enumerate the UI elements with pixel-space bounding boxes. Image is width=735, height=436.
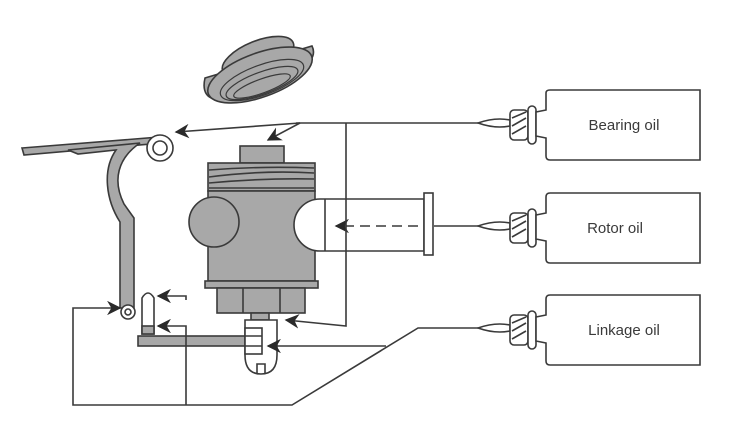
linkage-oil-label: Linkage oil bbox=[588, 322, 660, 339]
bottle-bearing-oil: Bearing oil bbox=[475, 89, 701, 161]
bearing-oil-label: Bearing oil bbox=[589, 117, 660, 134]
rotor-housing bbox=[188, 145, 319, 321]
rotor-oil-label: Rotor oil bbox=[587, 220, 643, 237]
lever-arm bbox=[20, 134, 174, 320]
bearing-oil-lines bbox=[174, 122, 478, 329]
filler-cap bbox=[203, 35, 315, 104]
linkage-rod bbox=[137, 335, 259, 347]
rotor-plunger bbox=[293, 192, 434, 256]
slotted-adjuster bbox=[244, 319, 278, 375]
linkage-oil-lines bbox=[72, 288, 478, 406]
bottle-linkage-oil: Linkage oil bbox=[475, 294, 701, 366]
pivot-pin bbox=[141, 292, 155, 335]
bottle-rotor-oil: Rotor oil bbox=[475, 192, 701, 264]
